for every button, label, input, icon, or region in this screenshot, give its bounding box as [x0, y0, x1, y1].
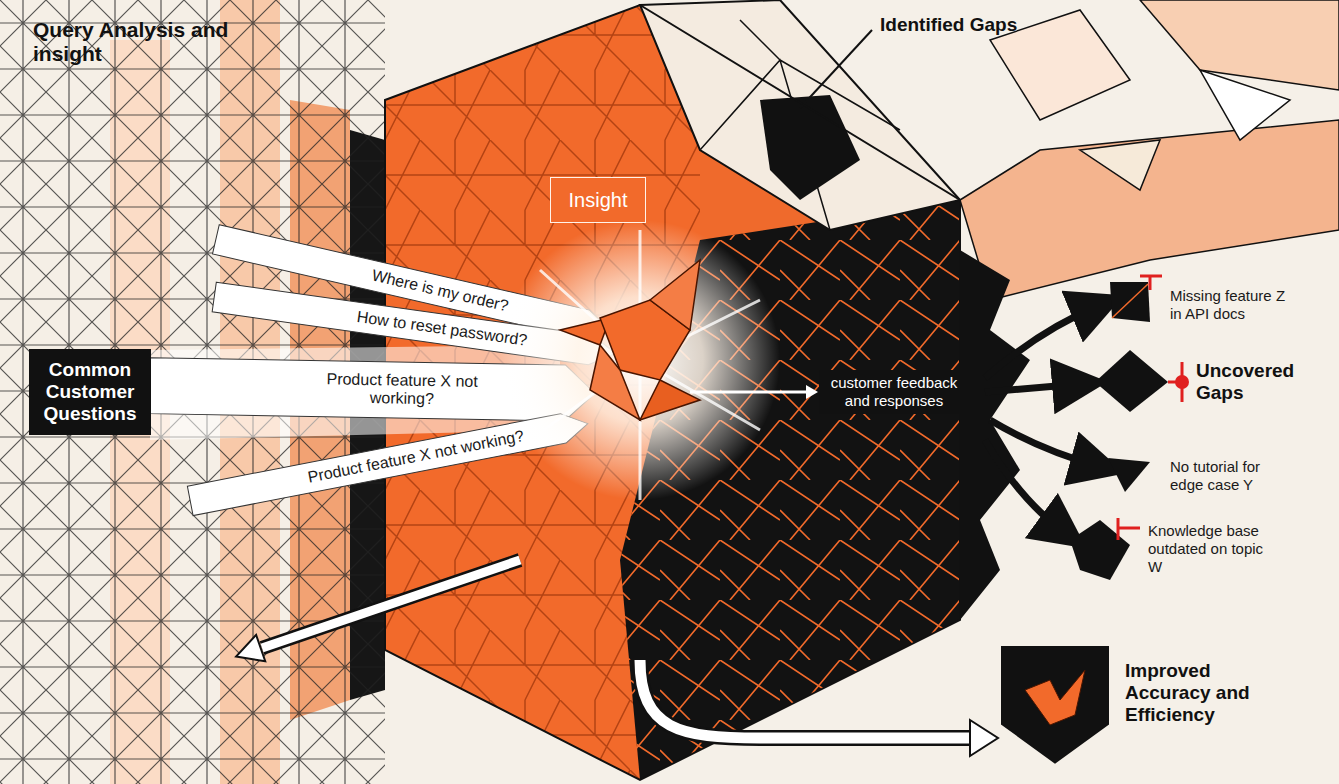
hexagon-block-part [760, 95, 860, 200]
insight-bird [500, 220, 818, 500]
gap-arrows [985, 306, 1098, 532]
shield-icon [1000, 645, 1110, 765]
insight-bird-part [650, 260, 700, 330]
gap-shapes-part [1095, 350, 1168, 412]
shield-icon-part [1025, 670, 1085, 725]
box-text: Common Customer Questions [37, 359, 143, 425]
insight-bird-part [640, 380, 700, 420]
flying-shards-part [1200, 70, 1290, 140]
flow-arrows [232, 560, 998, 756]
gap-shapes-part [1110, 282, 1150, 322]
gap-arrows-part [990, 420, 1098, 466]
hexagon-block-part [700, 20, 900, 230]
gap-arrows-part [985, 440, 1064, 532]
art-part-part [232, 635, 266, 670]
label-text: Uncovered Gaps [1196, 360, 1321, 404]
diagram-title: Query Analysis and insight [33, 18, 283, 66]
gap-arrows-part [985, 306, 1098, 378]
gap-shapes-part [1175, 375, 1189, 389]
box-text: customer feedback and responses [827, 374, 961, 410]
flow-arrows-part [262, 560, 520, 648]
flow-arrows-part [640, 660, 975, 738]
hexagon-block-part [800, 30, 872, 108]
flying-shards-part [1140, 0, 1339, 90]
insight-bird-part [690, 391, 808, 394]
flow-arrows-part [262, 560, 520, 648]
label-text: No tutorial for edge case Y [1170, 458, 1295, 494]
label-text: Knowledge base outdated on topic W [1148, 522, 1264, 576]
text-box: customer feedback and responses [819, 370, 969, 414]
label-text: Product feature X not working? [307, 370, 498, 410]
insight-bird-part [806, 385, 818, 399]
box-text: Insight [559, 188, 637, 212]
flow-arrows-part [970, 720, 998, 756]
shield-icon-part [1000, 645, 1110, 765]
label-text: Improved Accuracy and Efficiency [1125, 660, 1285, 726]
flying-shards [960, 0, 1339, 620]
gap-shapes-part [1112, 284, 1148, 318]
insight-bird-part [590, 345, 640, 420]
text-box: Common Customer Questions [29, 349, 151, 435]
flying-shards-part [1080, 140, 1160, 190]
gap-shapes-part [1118, 518, 1140, 540]
flying-shards-part [960, 120, 1339, 300]
insight-bird-part [530, 230, 760, 500]
text-box: Insight [550, 177, 646, 223]
label-text: Missing feature Z in API docs [1170, 287, 1300, 323]
gap-arrows-part [985, 384, 1080, 392]
gap-shapes-part [1140, 276, 1162, 290]
art-part [232, 635, 266, 670]
gap-shapes-part [1108, 458, 1150, 492]
flow-arrows-part [640, 660, 975, 738]
insight-bird-part [500, 220, 780, 500]
label-text: Identified Gaps [880, 14, 1017, 37]
